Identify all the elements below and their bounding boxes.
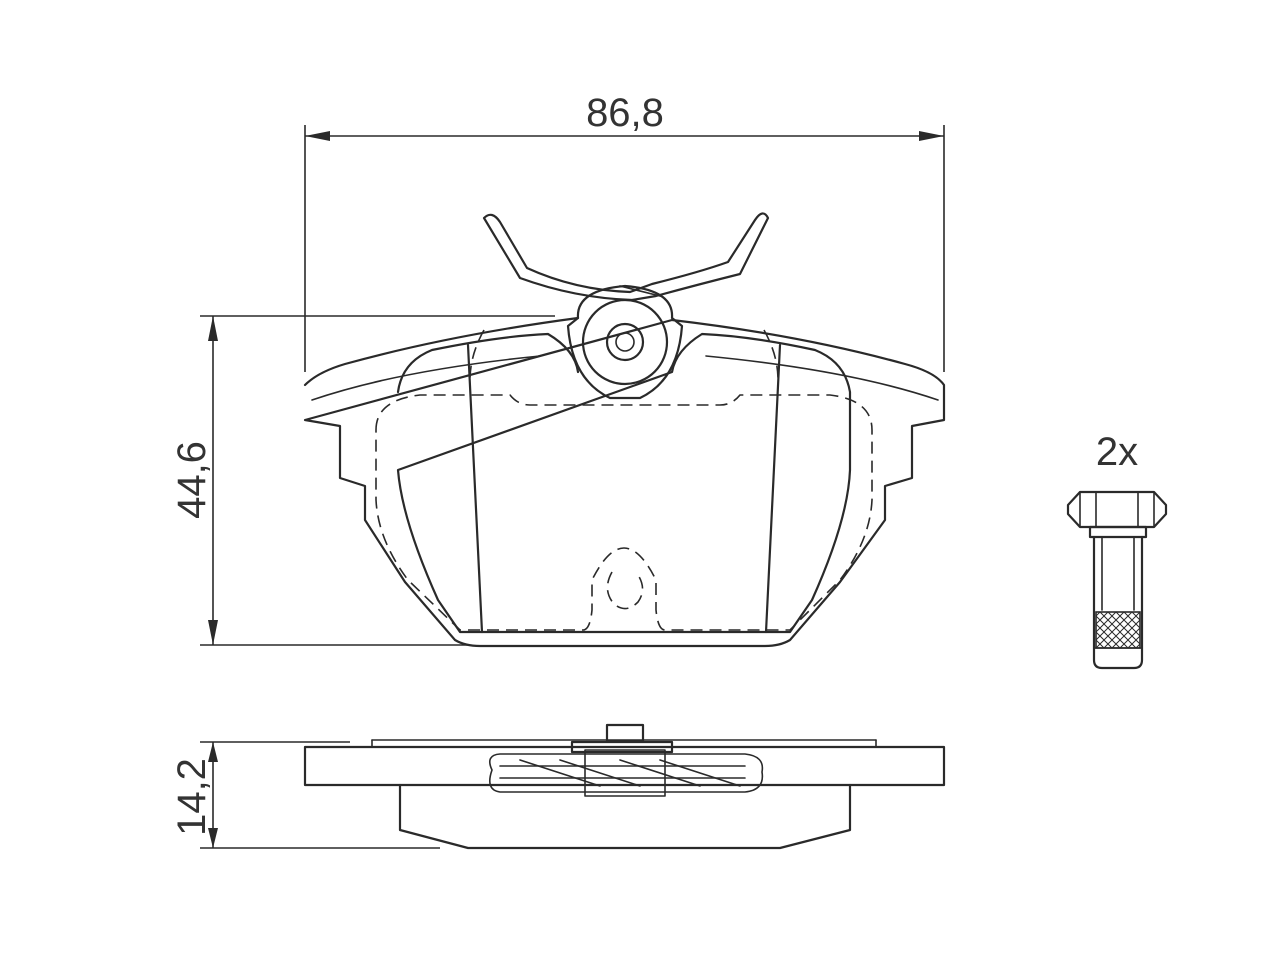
brake-pad-front-view (303, 212, 946, 648)
thickness-dimension: 14,2 (170, 741, 440, 849)
width-dimension-label: 86,8 (586, 91, 664, 135)
height-dimension-label: 44,6 (170, 441, 214, 519)
arrow-bottom (208, 620, 218, 645)
clip-mount-ring (581, 298, 669, 386)
bolt-head (1066, 490, 1168, 529)
arrow-right (919, 131, 944, 141)
arrow-top (208, 316, 218, 341)
spring-clip (482, 212, 770, 302)
thickness-dimension-label: 14,2 (170, 758, 214, 836)
height-dimension: 44,6 (170, 315, 555, 646)
friction-pad-outline (396, 332, 852, 634)
brake-pad-side-view (303, 723, 946, 850)
width-dimension: 86,8 (304, 91, 945, 372)
backing-plate-outline (303, 316, 946, 648)
arrow-left (305, 131, 330, 141)
clip-mount-hole (605, 322, 645, 362)
bolt-illustration: 2x (1066, 430, 1168, 670)
arrow-top-small (208, 742, 218, 762)
quantity-label: 2x (1096, 430, 1138, 474)
clip-mount (566, 284, 684, 400)
bolt-shank (1092, 535, 1144, 670)
friction-material-side (398, 783, 852, 850)
arrow-bottom-small (208, 828, 218, 848)
bolt-thread (1095, 611, 1141, 649)
